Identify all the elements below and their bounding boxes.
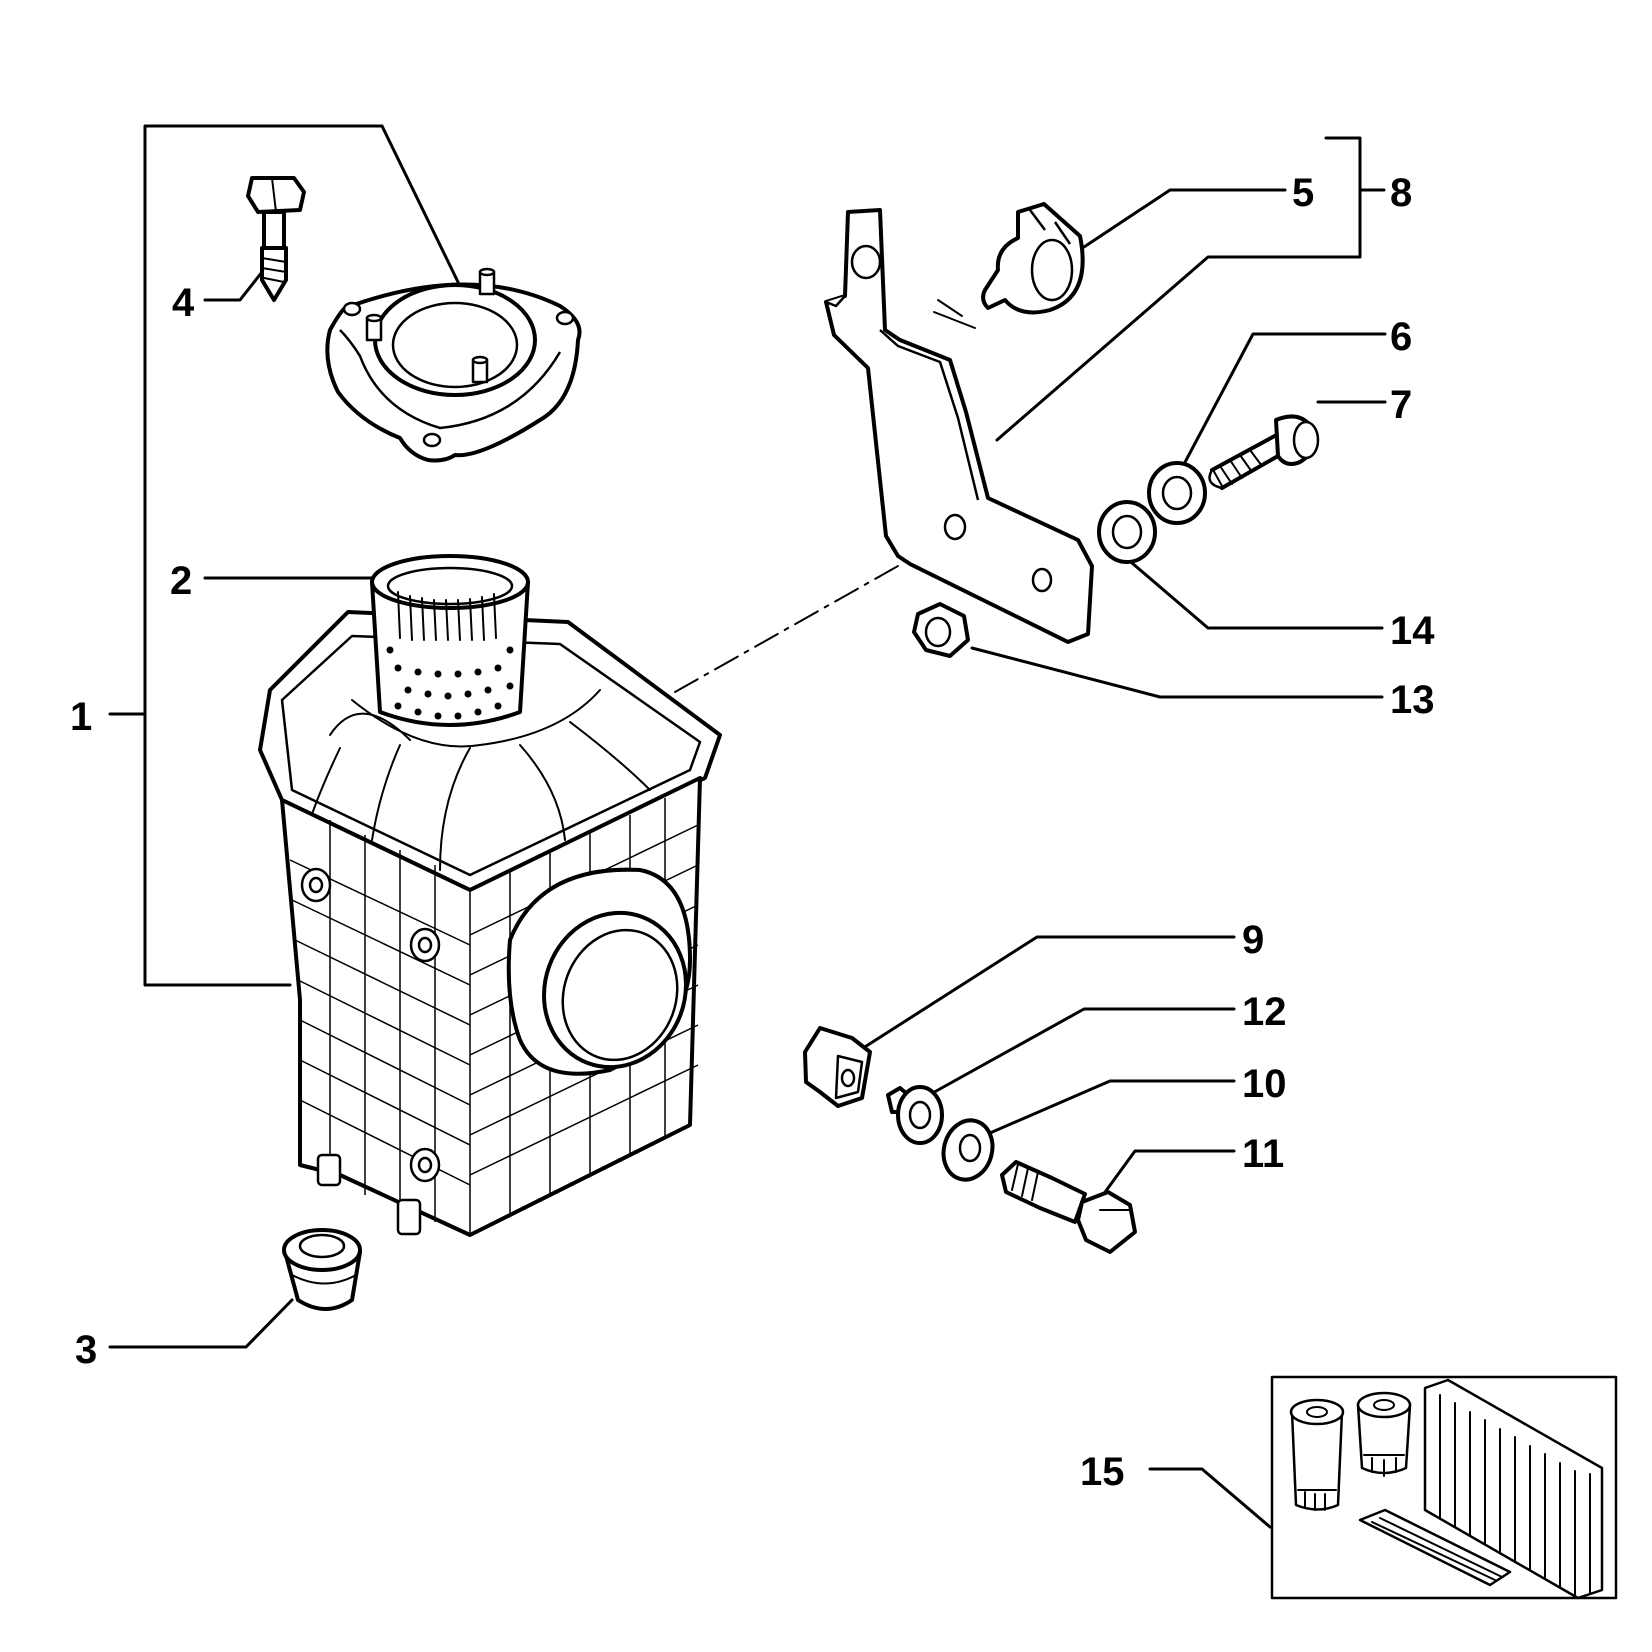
clip-part-9 [803,1026,872,1108]
leader-lines [108,124,1387,1529]
leader-14 [1130,561,1384,630]
callout-11: 11 [1242,1132,1284,1176]
callout-labels: 1 2 3 4 5 6 7 8 9 10 11 12 13 14 15 [70,171,1435,1494]
callout-1: 1 [70,695,92,739]
leader-9 [858,935,1236,1052]
callout-5: 5 [1292,171,1314,215]
leader-12 [918,1007,1236,1102]
bracket-part-8 [824,208,1094,644]
callout-10: 10 [1242,1062,1287,1106]
leader-bracket-8 [995,136,1362,442]
callout-4: 4 [172,281,195,325]
nut-part-13 [912,602,970,658]
leader-11 [1090,1149,1236,1212]
leader-4 [203,270,264,302]
leader-15 [1148,1467,1272,1529]
washer-part-10 [941,1118,995,1182]
callout-3: 3 [75,1328,97,1372]
leader-1-top [380,124,460,284]
callout-15: 15 [1080,1450,1125,1494]
callout-14: 14 [1390,609,1435,653]
grommet-part-12 [886,1085,944,1145]
washer-part-6 [1147,461,1207,525]
callout-12: 12 [1242,990,1287,1034]
leader-bracket-1 [143,124,384,987]
leader-3 [108,1298,294,1349]
callout-8: 8 [1390,171,1412,215]
washer-part-14 [1097,500,1157,564]
alignment-line [674,565,899,693]
callout-2: 2 [170,559,192,603]
service-kit-box-part-15 [1270,1375,1618,1600]
callout-13: 13 [1390,678,1435,722]
bolt-part-11 [1000,1160,1137,1254]
leader-6 [1181,332,1387,468]
air-filter-housing [258,610,722,1237]
callout-6: 6 [1390,315,1412,359]
leader-13 [970,646,1384,699]
cover-plate [325,267,582,463]
callout-7: 7 [1390,383,1412,427]
grommet-part-3 [282,1228,362,1311]
leader-10 [988,1079,1236,1135]
bolt-part-7 [1208,414,1320,490]
bolt-part-4 [246,176,306,302]
clamp-part-5 [981,202,1085,315]
filter-cartridge-part-2 [370,554,530,727]
callout-9: 9 [1242,918,1264,962]
leader-5 [1082,188,1287,249]
